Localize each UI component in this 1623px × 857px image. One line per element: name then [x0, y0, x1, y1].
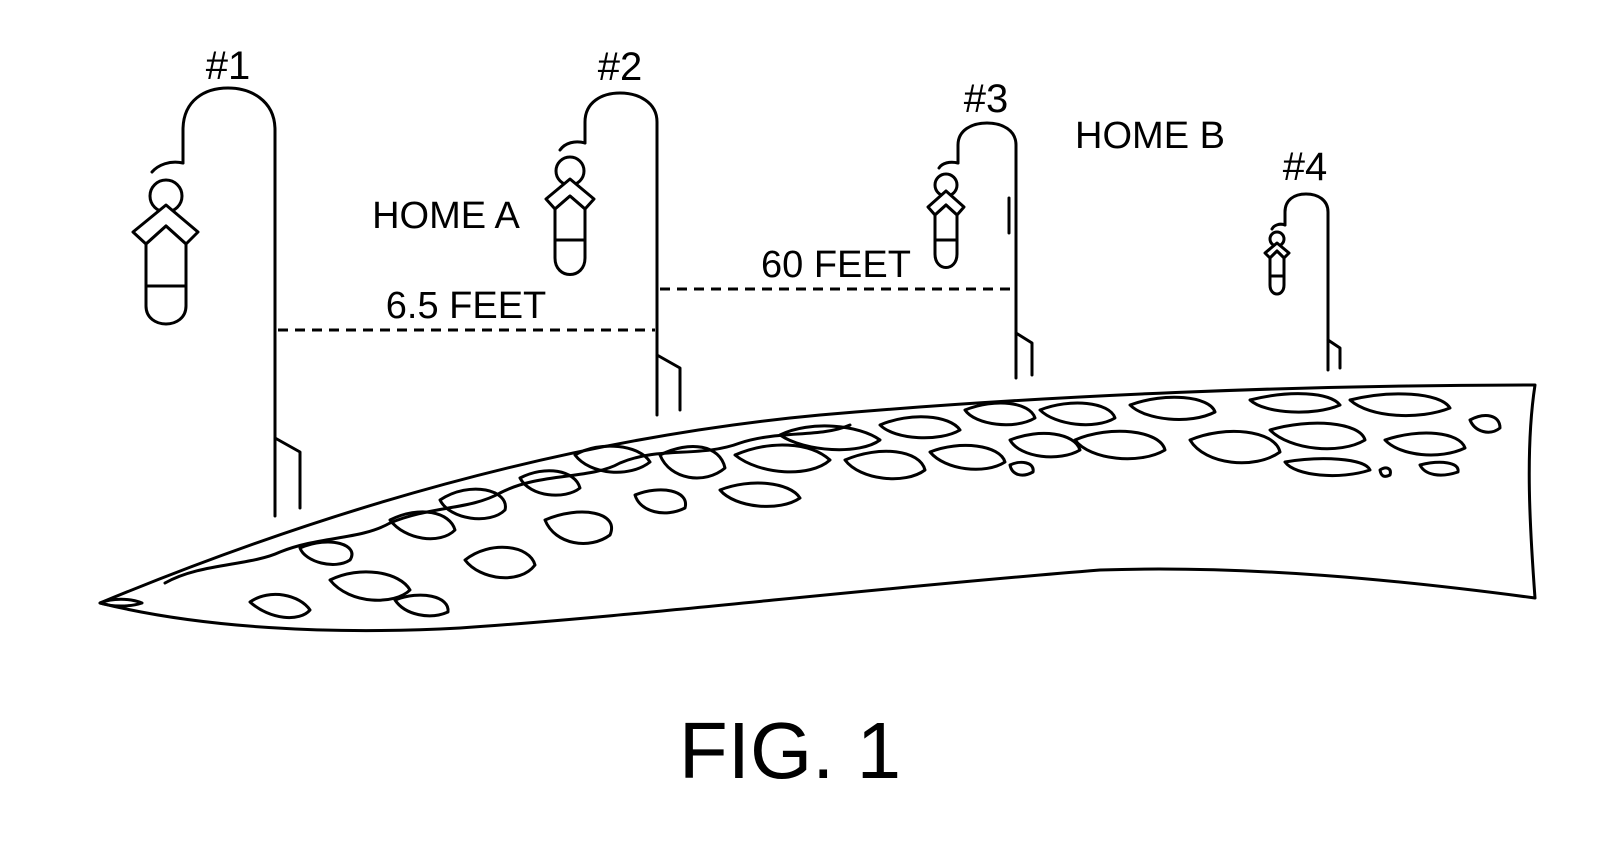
streetlight-pole-3: #3: [928, 77, 1032, 378]
pole-1-label: #1: [206, 44, 251, 88]
streetlight-pole-4: #4: [1265, 145, 1340, 370]
pole-2-label: #2: [598, 45, 643, 89]
home-b-label: HOME B: [1075, 115, 1225, 157]
pole-4-base-bracket: [1328, 340, 1340, 368]
home-a-label: HOME A: [372, 195, 520, 237]
pole-1-body: [183, 88, 275, 516]
pole-1-hook: [152, 162, 183, 172]
pole-2-hook: [560, 142, 585, 150]
dimension-60-feet: 60 FEET: [660, 244, 1014, 289]
pole-1-base-bracket: [275, 438, 300, 508]
figure-caption: FIG. 1: [679, 706, 901, 795]
pole-2-body: [585, 93, 657, 415]
pole-3-hook: [939, 162, 958, 168]
ground-terrain: [100, 385, 1535, 631]
pole-4-body: [1285, 194, 1328, 370]
dimension-label-60-feet: 60 FEET: [761, 244, 911, 286]
pole-3-body: [958, 123, 1016, 378]
pole-1-lamp-globe: [146, 226, 186, 324]
pole-2-lamp-globe: [555, 196, 585, 275]
pole-3-lamp-globe: [935, 205, 957, 268]
pole-3-base-bracket: [1016, 333, 1032, 375]
streetlight-pole-2: #2: [546, 45, 680, 415]
streetlight-pole-1: #1: [133, 44, 300, 516]
dimension-6-5-feet: 6.5 FEET: [278, 285, 655, 330]
dimension-label-6-5-feet: 6.5 FEET: [386, 285, 547, 327]
pole-4-label: #4: [1283, 145, 1328, 189]
pole-3-label: #3: [964, 77, 1009, 121]
pole-4-lamp-globe: [1270, 251, 1284, 294]
pole-4-hook: [1272, 224, 1285, 229]
pole-2-base-bracket: [657, 355, 680, 410]
